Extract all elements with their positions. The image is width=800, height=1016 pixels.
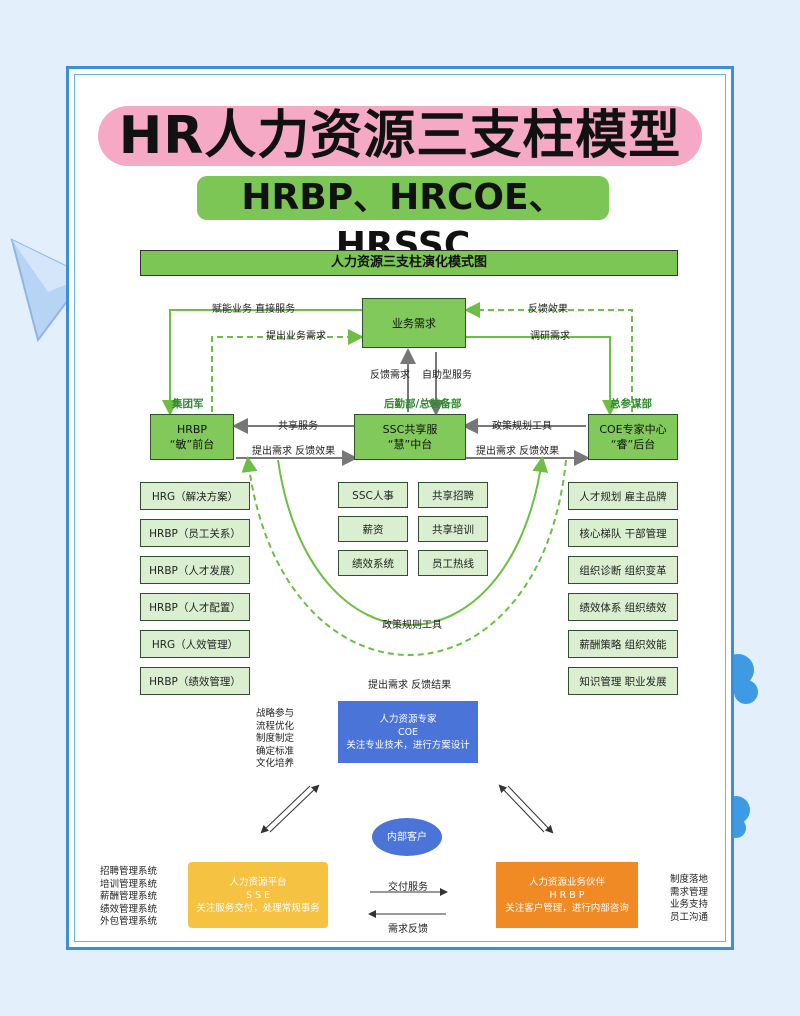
coe-side-list: 战略参与 流程优化 制度制定 确定标准 文化培养 — [256, 708, 294, 771]
hrbp-side-item: 制度落地 — [670, 874, 709, 885]
left-list-item: HRBP（人才配置） — [140, 593, 250, 621]
sse-side-item: 绩效管理系统 — [100, 903, 158, 915]
ssc-middle-line2: “慧”中台 — [387, 438, 433, 451]
right-list-item: 知识管理 职业发展 — [568, 667, 678, 695]
center-grid-item: 员工热线 — [418, 550, 488, 576]
coe-back-line1: COE专家中心 — [599, 423, 667, 436]
hrbp-side-item: 需求管理 — [670, 886, 709, 898]
left-list-item: HRG（解决方案） — [140, 482, 250, 510]
page-title: HR人力资源三支柱模型 — [118, 106, 682, 166]
sse-side-item: 薪酬管理系统 — [100, 891, 158, 902]
coe-side-item: 确定标准 — [256, 745, 295, 757]
hrbp-front-line1: HRBP — [176, 423, 208, 436]
ssc-middle-line1: SSC共享服 — [382, 423, 438, 436]
coe-side-item: 文化培养 — [256, 758, 295, 769]
hrbp-partner-line1: 人力资源业务伙伴 — [528, 876, 605, 888]
left-list-item: HRG（人效管理） — [140, 630, 250, 658]
label-left-bottom: 提出需求 反馈效果 — [252, 446, 336, 457]
center-grid-item: 绩效系统 — [338, 550, 408, 576]
right-list-item: 薪酬策略 组织效能 — [568, 630, 678, 658]
left-list-item: HRBP（人才发展） — [140, 556, 250, 584]
label-policy-tool-mid: 政策规则工具 — [382, 620, 442, 631]
label-self-service: 自助型服务 — [422, 370, 472, 381]
label-group-army: 集团军 — [172, 398, 204, 410]
center-grid-item: 共享招聘 — [418, 482, 488, 508]
left-list-item: HRBP（员工关系） — [140, 519, 250, 547]
right-list-item: 人才规划 雇主品牌 — [568, 482, 678, 510]
hrbp-front-box: HRBP “敏”前台 — [150, 414, 234, 460]
sse-side-list: 招聘管理系统 培训管理系统 薪酬管理系统 绩效管理系统 外包管理系统 — [100, 866, 157, 929]
right-list-item: 绩效体系 组织绩效 — [568, 593, 678, 621]
hrbp-front-line2: “敏”前台 — [169, 438, 215, 451]
sse-platform-line3: 关注服务交付，处理常规事务 — [196, 902, 320, 914]
left-list-item: HRBP（绩效管理） — [140, 667, 250, 695]
sse-platform-box: 人力资源平台 S S E 关注服务交付，处理常规事务 — [188, 862, 328, 928]
label-research-needs: 调研需求 — [530, 331, 570, 342]
label-shared-service: 共享服务 — [278, 421, 318, 432]
label-feedback-needs: 反馈需求 — [370, 370, 410, 381]
sse-platform-line1: 人力资源平台 — [229, 876, 287, 888]
label-raise-needs: 提出业务需求 — [266, 331, 326, 342]
coe-expert-line3: 关注专业技术，进行方案设计 — [346, 739, 470, 751]
label-right-bottom: 提出需求 反馈效果 — [476, 446, 560, 457]
sse-side-item: 招聘管理系统 — [100, 866, 158, 877]
business-needs-label: 业务需求 — [392, 316, 436, 330]
sse-side-item: 培训管理系统 — [100, 878, 158, 890]
center-grid-item: 薪资 — [338, 516, 408, 542]
coe-side-item: 战略参与 — [256, 708, 295, 719]
business-needs-box: 业务需求 — [362, 298, 466, 348]
label-policy-tool-top: 政策规划工具 — [492, 421, 552, 432]
internal-customer-circle: 内部客户 — [372, 818, 442, 856]
hrbp-partner-line3: 关注客户管理，进行内部咨询 — [505, 902, 629, 914]
title-highlight — [98, 106, 702, 166]
label-needs-feedback: 需求反馈 — [388, 924, 428, 935]
label-deliver-service: 交付服务 — [388, 882, 428, 893]
poster-inner-frame — [74, 74, 726, 942]
hrbp-side-list: 制度落地 需求管理 业务支持 员工沟通 — [670, 874, 708, 924]
hrbp-partner-line2: H R B P — [549, 889, 585, 901]
coe-expert-line1: 人力资源专家 — [379, 713, 437, 725]
center-grid-item: SSC人事 — [338, 482, 408, 508]
hrbp-side-item: 员工沟通 — [670, 911, 709, 923]
hrbp-side-item: 业务支持 — [670, 899, 709, 910]
label-raise-feedback-result: 提出需求 反馈结果 — [368, 680, 452, 691]
coe-back-line2: “睿”后台 — [610, 438, 656, 451]
internal-customer-label: 内部客户 — [387, 831, 427, 843]
sse-platform-line2: S S E — [245, 889, 271, 901]
coe-back-box: COE专家中心 “睿”后台 — [588, 414, 678, 460]
coe-side-item: 流程优化 — [256, 720, 295, 732]
coe-side-item: 制度制定 — [256, 733, 295, 744]
coe-expert-box: 人力资源专家 COE 关注专业技术，进行方案设计 — [338, 701, 478, 763]
label-feedback-effect-top: 反馈效果 — [528, 304, 568, 315]
ssc-middle-box: SSC共享服 “慧”中台 — [354, 414, 466, 460]
label-logistics: 后勤部/总装备部 — [384, 398, 462, 410]
hrbp-partner-box: 人力资源业务伙伴 H R B P 关注客户管理，进行内部咨询 — [496, 862, 638, 928]
label-general-staff: 总参谋部 — [610, 398, 652, 410]
center-grid-item: 共享培训 — [418, 516, 488, 542]
right-list-item: 核心梯队 干部管理 — [568, 519, 678, 547]
sse-side-item: 外包管理系统 — [100, 916, 158, 927]
coe-expert-line2: COE — [397, 726, 419, 738]
right-list-item: 组织诊断 组织变革 — [568, 556, 678, 584]
diagram-header: 人力资源三支柱演化模式图 — [140, 250, 678, 276]
subtitle-highlight — [197, 176, 609, 220]
label-empower: 赋能业务 直接服务 — [212, 304, 296, 315]
